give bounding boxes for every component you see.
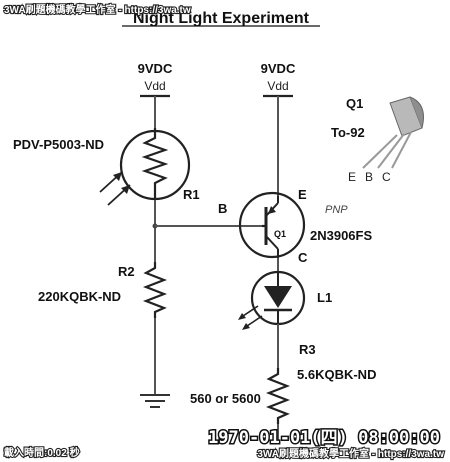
led-l1 xyxy=(238,270,306,330)
light-emit-arrows-icon xyxy=(238,305,263,330)
right-supply-name: Vdd xyxy=(267,79,288,93)
pin-c-label: C xyxy=(298,250,308,265)
resistor-r3 xyxy=(265,368,291,424)
package-pin-e: E xyxy=(348,170,356,184)
transistor-type-label: PNP xyxy=(325,204,348,216)
pin-b-label: B xyxy=(218,201,227,216)
resistor-r2 xyxy=(142,262,168,318)
package-ref-label: Q1 xyxy=(346,96,363,111)
r3-ref-label: R3 xyxy=(299,342,316,357)
r3-alt-label: 560 or 5600 xyxy=(190,391,261,406)
left-supply-voltage: 9VDC xyxy=(138,61,173,76)
load-time-label: 載入時間:0.02 秒 xyxy=(4,446,80,459)
transistor-q1 xyxy=(238,191,306,259)
light-arrows-icon xyxy=(99,171,131,206)
pin-e-label: E xyxy=(298,187,307,202)
left-supply-name: Vdd xyxy=(144,79,165,93)
transistor-part-label: 2N3906FS xyxy=(310,228,372,243)
r2-ref-label: R2 xyxy=(118,264,135,279)
package-name-label: To-92 xyxy=(331,125,365,140)
watermark-top: 3WA刷題機碼教學工作室 - https://3wa.tw xyxy=(4,3,191,16)
watermark-bottom: 3WA刷題機碼教學工作室 - https://3wa.tw xyxy=(257,447,444,460)
to92-package-icon xyxy=(362,96,424,169)
package-pin-b: B xyxy=(365,170,373,184)
page-title: Night Light Experiment xyxy=(133,10,310,27)
r2-part-label: 220KQBK-ND xyxy=(38,289,121,304)
package-pin-c: C xyxy=(382,170,391,184)
photocell-r1 xyxy=(99,128,191,206)
ground-icon xyxy=(140,394,170,408)
transistor-ref-label: Q1 xyxy=(274,229,286,239)
right-supply-voltage: 9VDC xyxy=(261,61,296,76)
photocell-ref-label: R1 xyxy=(183,187,200,202)
timestamp-label: 1970-01-01(四) 08:00:00 xyxy=(208,428,440,448)
r3-part-label: 5.6KQBK-ND xyxy=(297,367,376,382)
photocell-part-label: PDV-P5003-ND xyxy=(13,137,104,152)
led-ref-label: L1 xyxy=(317,290,332,305)
